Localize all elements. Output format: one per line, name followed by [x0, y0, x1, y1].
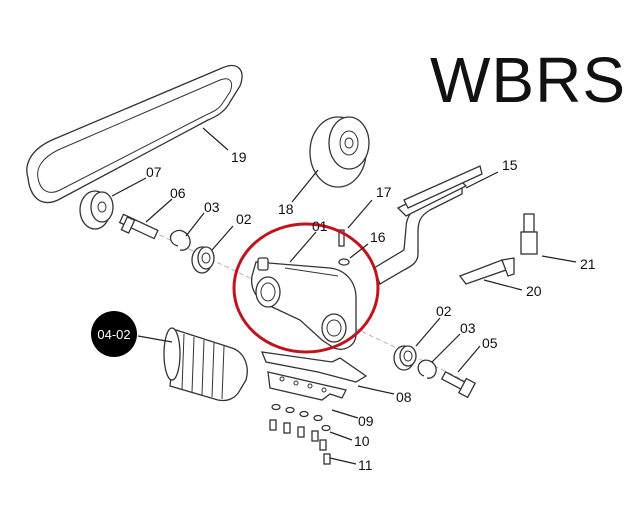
label-06: 06: [170, 185, 186, 201]
highlight-circle: [232, 222, 380, 354]
part-bolt-21[interactable]: [520, 213, 538, 255]
label-09: 09: [358, 413, 374, 429]
label-02-right: 02: [436, 303, 452, 319]
part-bolt-05[interactable]: [440, 371, 477, 399]
part-shaft[interactable]: [118, 213, 159, 240]
part-pin[interactable]: [338, 229, 345, 247]
label-01: 01: [312, 218, 328, 234]
label-02-left: 02: [236, 211, 252, 227]
badge-label: 04-02: [97, 327, 130, 342]
part-large-pulley[interactable]: [309, 116, 370, 188]
label-03-left: 03: [204, 199, 220, 215]
diagram-title: WBRS: [430, 44, 626, 116]
part-brush-roller[interactable]: [163, 327, 248, 402]
part-washer[interactable]: [338, 258, 350, 266]
label-08: 08: [396, 389, 412, 405]
part-housing[interactable]: [250, 257, 357, 350]
part-strip[interactable]: [267, 371, 347, 401]
part-small-pulley[interactable]: [79, 190, 114, 230]
part-circlip-right[interactable]: [417, 359, 437, 379]
part-bearing-left[interactable]: [191, 246, 215, 274]
part-labels: 19 07 06 03 02 18 17 01 16 15 21 20 02 0…: [146, 149, 596, 473]
label-16: 16: [370, 229, 386, 245]
part-belt[interactable]: [26, 64, 243, 204]
part-bearing-right[interactable]: [393, 345, 417, 371]
part-hex-key[interactable]: [458, 257, 515, 285]
leader-lines: [111, 127, 577, 465]
label-17: 17: [376, 184, 392, 200]
label-21: 21: [580, 256, 596, 272]
part-washers[interactable]: [271, 403, 331, 432]
label-18: 18: [278, 201, 294, 217]
part-screws[interactable]: [269, 419, 331, 465]
label-19: 19: [231, 149, 247, 165]
label-15: 15: [502, 157, 518, 173]
label-05: 05: [482, 335, 498, 351]
label-20: 20: [526, 283, 542, 299]
label-03-right: 03: [460, 320, 476, 336]
part-bracket-arm[interactable]: [373, 165, 483, 285]
label-11: 11: [358, 457, 373, 473]
part-badge: 04-02: [91, 311, 137, 357]
part-plate[interactable]: [260, 351, 368, 383]
label-10: 10: [354, 433, 370, 449]
label-07: 07: [146, 164, 162, 180]
part-circlip-left[interactable]: [169, 229, 191, 251]
